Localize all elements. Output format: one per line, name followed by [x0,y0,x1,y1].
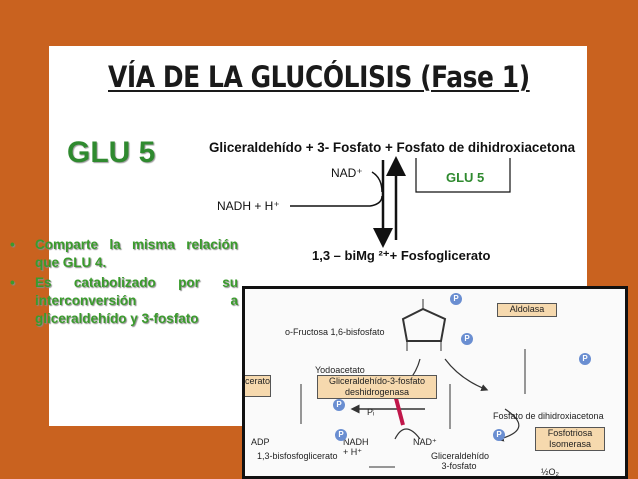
g3p-label: Gliceraldehído 3-fosfato [431,451,490,471]
gapdh-box: Gliceraldehído-3-fosfato deshidrogenasa [317,375,437,399]
bullet-dot-icon: • [10,275,15,290]
slide-title: VÍA DE LA GLUCÓLISIS (Fase 1) [108,60,530,94]
adp-label: ADP [251,437,270,447]
nad-label: NAD⁺ [331,166,363,180]
bullet-item: •Comparte la misma relación que GLU 4. [10,237,238,270]
glu5-bracket [415,158,511,193]
bullet-item: •Es catabolizado por su interconversión … [10,275,238,326]
nad-figure-label: NAD⁺ [413,437,437,447]
nad-curve [371,171,383,193]
bullet-dot-icon: • [10,237,15,252]
fructose-ring [401,307,447,342]
partial-enzyme-box: cerato [245,375,271,397]
fosfotriosa-box: Fosfotriosa Isomerasa [535,427,605,451]
glu-small-label: GLU 5 [446,170,485,185]
phosphate-icon: P [335,429,347,441]
phosphate-icon: P [493,429,505,441]
figure-lines [300,299,526,468]
fructose-label: o-Fructosa 1,6-bisfosfato [285,327,385,337]
bullet-list: •Comparte la misma relación que GLU 4. •… [10,236,238,330]
aldolasa-box: Aldolasa [497,303,557,317]
phosphate-icon: P [461,333,473,345]
reaction-text: Gliceraldehído + 3- Fosfato + Fosfato de… [209,140,576,155]
phosphate-icon: P [333,399,345,411]
pi-label: Pᵢ [367,407,375,417]
bisfosfoglicerato-label: 1,3-bisfosfoglicerato [257,451,338,461]
product-text: 1,3 – biMg ²⁺+ Fosfoglicerato [312,248,491,263]
phosphate-icon: P [450,293,462,305]
glycolysis-figure: o-Fructosa 1,6-bisfosfato Aldolasa Yodoa… [242,286,628,479]
glu-label: GLU 5 [67,136,156,169]
nadh-line [290,195,383,207]
dhap-label: Fosfato de dihidroxiacetona [493,411,604,421]
nadh-figure-label: NADH + H⁺ [343,437,369,457]
phosphate-icon: P [579,353,591,365]
yodoacetato-label: Yodoacetato [315,365,365,375]
o2-label: ½O₂ [541,467,559,477]
nadh-label: NADH + H⁺ [217,199,280,213]
